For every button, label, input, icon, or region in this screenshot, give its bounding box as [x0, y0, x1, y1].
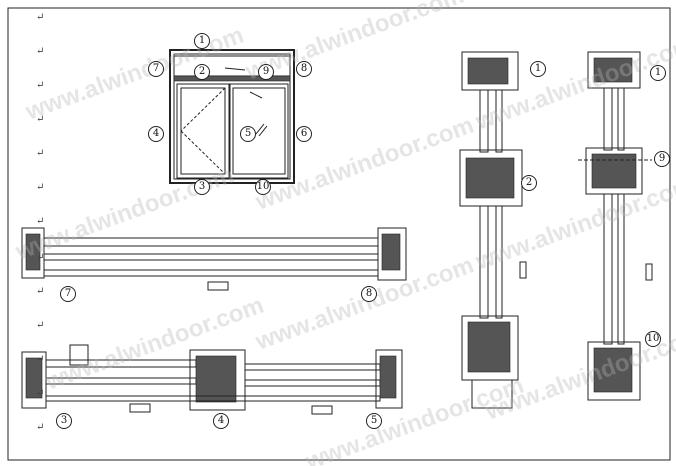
callout-7: 7 [148, 61, 164, 77]
return-mark: ↵ [36, 46, 45, 57]
return-mark: ↵ [36, 252, 45, 263]
callout-7: 7 [60, 286, 76, 302]
return-mark: ↵ [36, 286, 45, 297]
window-elevation [169, 49, 295, 184]
callout-5: 5 [366, 413, 382, 429]
callout-4: 4 [148, 126, 164, 142]
callout-9: 9 [654, 151, 670, 167]
return-mark: ↵ [36, 80, 45, 91]
callout-3: 3 [56, 413, 72, 429]
callout-8: 8 [296, 61, 312, 77]
vertical-section-right [578, 51, 653, 401]
sheet-border [7, 7, 671, 461]
callout-10: 10 [645, 331, 661, 347]
return-mark: ↵ [36, 422, 45, 433]
return-mark: ↵ [36, 354, 45, 365]
callout-2: 2 [521, 175, 537, 191]
return-mark: ↵ [36, 216, 45, 227]
horizontal-section-bottom [21, 344, 403, 415]
return-mark: ↵ [36, 182, 45, 193]
callout-1: 1 [194, 33, 210, 49]
callout-3: 3 [194, 179, 210, 195]
callout-4: 4 [213, 413, 229, 429]
callout-9: 9 [258, 64, 274, 80]
return-mark: ↵ [36, 114, 45, 125]
callout-1: 1 [530, 61, 546, 77]
callout-6: 6 [296, 126, 312, 142]
return-mark: ↵ [36, 12, 45, 23]
callout-1: 1 [650, 65, 666, 81]
callout-2: 2 [194, 64, 210, 80]
callout-10: 10 [255, 179, 271, 195]
vertical-section-left [459, 51, 527, 409]
return-mark: ↵ [36, 148, 45, 159]
callout-8: 8 [361, 286, 377, 302]
return-mark: ↵ [36, 388, 45, 399]
horizontal-section-top [21, 227, 407, 291]
return-mark: ↵ [36, 320, 45, 331]
callout-5: 5 [240, 126, 256, 142]
